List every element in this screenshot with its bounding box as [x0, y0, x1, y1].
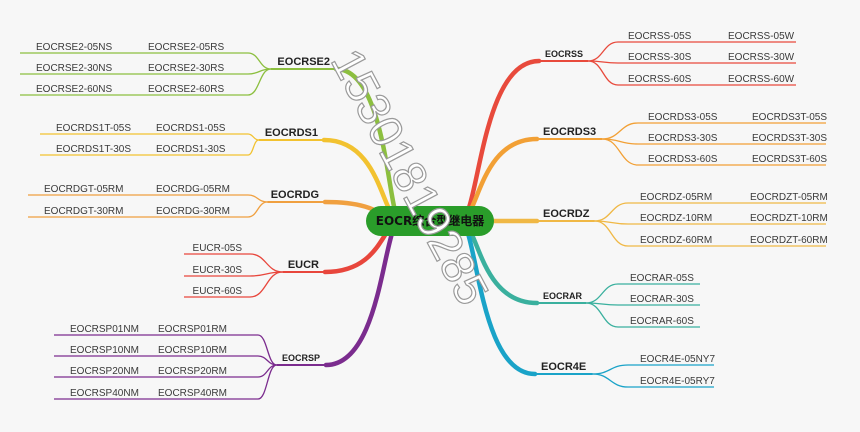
- leaf-eocrar-05s[interactable]: EOCRAR-05S: [630, 273, 694, 284]
- leaf-eocrss-60w[interactable]: EOCRSS-60W: [728, 74, 795, 85]
- leaf-connector: [247, 201, 268, 218]
- leaf-connector: [586, 283, 619, 304]
- leaf-eocrss-30s[interactable]: EOCRSS-30S: [628, 52, 692, 63]
- leaf-connector: [602, 138, 639, 166]
- leaf-connector: [588, 41, 619, 62]
- leaf-eocrar-60s[interactable]: EOCRAR-60S: [630, 316, 694, 327]
- leaf-eocrse2-60rs[interactable]: EOCRSE2-60RS: [148, 84, 224, 95]
- leaf-eocrse2-05rs[interactable]: EOCRSE2-05RS: [148, 42, 224, 53]
- leaf-eocrdgt-05rm[interactable]: EOCRDGT-05RM: [44, 184, 123, 195]
- leaf-eocrds1t-05s[interactable]: EOCRDS1T-05S: [56, 123, 131, 134]
- leaf-connector: [249, 271, 283, 298]
- branch-eocrse2-label[interactable]: EOCRSE2: [277, 56, 330, 68]
- leaf-eocrdz-60rm[interactable]: EOCRDZ-60RM: [640, 235, 712, 246]
- leaf-connector: [592, 364, 629, 375]
- leaf-eocrds1t-30s[interactable]: EOCRDS1T-30S: [56, 144, 131, 155]
- leaf-connector: [257, 364, 278, 400]
- leaf-eocrdzt-60rm[interactable]: EOCRDZT-60RM: [750, 235, 828, 246]
- branch-eocrsp-label[interactable]: EOCRSP: [282, 353, 320, 363]
- leaf-eocrsp40rm[interactable]: EOCRSP40RM: [158, 388, 227, 399]
- leaf-eocrdg-30rm[interactable]: EOCRDG-30RM: [156, 206, 230, 217]
- leaf-eocrsp20nm[interactable]: EOCRSP20NM: [70, 366, 139, 377]
- leaf-eocrsp20rm[interactable]: EOCRSP20RM: [158, 366, 227, 377]
- leaf-eocrse2-30ns[interactable]: EOCRSE2-30NS: [36, 63, 112, 74]
- leaf-eocrse2-60ns[interactable]: EOCRSE2-60NS: [36, 84, 112, 95]
- leaf-eocrsp01nm[interactable]: EOCRSP01NM: [70, 324, 139, 335]
- branch-eocrar-label[interactable]: EOCRAR: [543, 291, 583, 301]
- leaf-eocrdz-05rm[interactable]: EOCRDZ-05RM: [640, 192, 712, 203]
- leaf-eocrss-05s[interactable]: EOCRSS-05S: [628, 31, 692, 42]
- leaf-eocrds1-05s[interactable]: EOCRDS1-05S: [156, 123, 226, 134]
- leaf-eocr4e-05ny7[interactable]: EOCR4E-05NY7: [640, 354, 715, 365]
- leaf-eocrss-60s[interactable]: EOCRSS-60S: [628, 74, 692, 85]
- leaf-eocrsp40nm[interactable]: EOCRSP40NM: [70, 388, 139, 399]
- leaf-eucr-30s[interactable]: EUCR-30S: [193, 265, 243, 276]
- branch-eocr4e-label[interactable]: EOCR4E: [541, 361, 586, 373]
- leaf-connector: [247, 52, 271, 70]
- branch-eocrsp-connector: [323, 218, 403, 368]
- leaf-eocrdz-10rm[interactable]: EOCRDZ-10RM: [640, 213, 712, 224]
- leaf-connector: [247, 133, 259, 141]
- leaf-eocrdzt-10rm[interactable]: EOCRDZT-10RM: [750, 213, 828, 224]
- leaf-eocrss-05w[interactable]: EOCRSS-05W: [728, 31, 795, 42]
- leaf-eocrds1-30s[interactable]: EOCRDS1-30S: [156, 144, 226, 155]
- leaf-connector: [588, 60, 619, 86]
- leaf-connector: [594, 202, 629, 222]
- branch-eucr-label[interactable]: EUCR: [288, 259, 319, 271]
- leaf-eocrss-30w[interactable]: EOCRSS-30W: [728, 52, 795, 63]
- branch-eocrds1-label[interactable]: EOCRDS1: [265, 127, 318, 139]
- leaf-eocrds3t-30s[interactable]: EOCRDS3T-30S: [752, 133, 827, 144]
- branch-eocrdg-label[interactable]: EOCRDG: [271, 189, 319, 201]
- branch-eocrds3-label[interactable]: EOCRDS3: [543, 126, 596, 138]
- leaf-connector: [602, 122, 639, 140]
- leaf-connector: [594, 220, 629, 247]
- leaf-connector: [586, 302, 619, 328]
- leaf-eocrdg-05rm[interactable]: EOCRDG-05RM: [156, 184, 230, 195]
- leaf-eocrse2-05ns[interactable]: EOCRSE2-05NS: [36, 42, 112, 53]
- leaf-eocrds3-30s[interactable]: EOCRDS3-30S: [648, 133, 718, 144]
- leaf-eocrds3-05s[interactable]: EOCRDS3-05S: [648, 112, 718, 123]
- leaf-eucr-60s[interactable]: EUCR-60S: [193, 286, 243, 297]
- branch-eocrss-label[interactable]: EOCRSS: [545, 49, 583, 59]
- leaf-connector: [592, 373, 629, 388]
- leaf-eocrar-30s[interactable]: EOCRAR-30S: [630, 294, 694, 305]
- leaf-connector: [247, 194, 268, 203]
- leaf-eocrds3t-60s[interactable]: EOCRDS3T-60S: [752, 154, 827, 165]
- leaf-eocrsp10nm[interactable]: EOCRSP10NM: [70, 345, 139, 356]
- leaf-connector: [247, 68, 271, 96]
- center-node[interactable]: EOCR综合型继电器: [366, 206, 494, 236]
- leaf-eocrdgt-30rm[interactable]: EOCRDGT-30RM: [44, 206, 123, 217]
- leaf-connector: [249, 253, 283, 273]
- watermark-text: 15301819285: [321, 40, 499, 313]
- branch-eocrdz-label[interactable]: EOCRDZ: [543, 208, 590, 220]
- leaf-eucr-05s[interactable]: EUCR-05S: [193, 243, 243, 254]
- leaf-eocr4e-05ry7[interactable]: EOCR4E-05RY7: [640, 376, 715, 387]
- leaf-eocrsp10rm[interactable]: EOCRSP10RM: [158, 345, 227, 356]
- leaf-eocrsp01rm[interactable]: EOCRSP01RM: [158, 324, 227, 335]
- leaf-connector: [247, 139, 260, 156]
- leaf-eocrds3t-05s[interactable]: EOCRDS3T-05S: [752, 112, 827, 123]
- watermark: 15301819285: [321, 40, 500, 314]
- center-label: EOCR综合型继电器: [376, 213, 485, 228]
- leaf-eocrdzt-05rm[interactable]: EOCRDZT-05RM: [750, 192, 828, 203]
- leaf-eocrse2-30rs[interactable]: EOCRSE2-30RS: [148, 63, 224, 74]
- leaf-eocrds3-60s[interactable]: EOCRDS3-60S: [648, 154, 718, 165]
